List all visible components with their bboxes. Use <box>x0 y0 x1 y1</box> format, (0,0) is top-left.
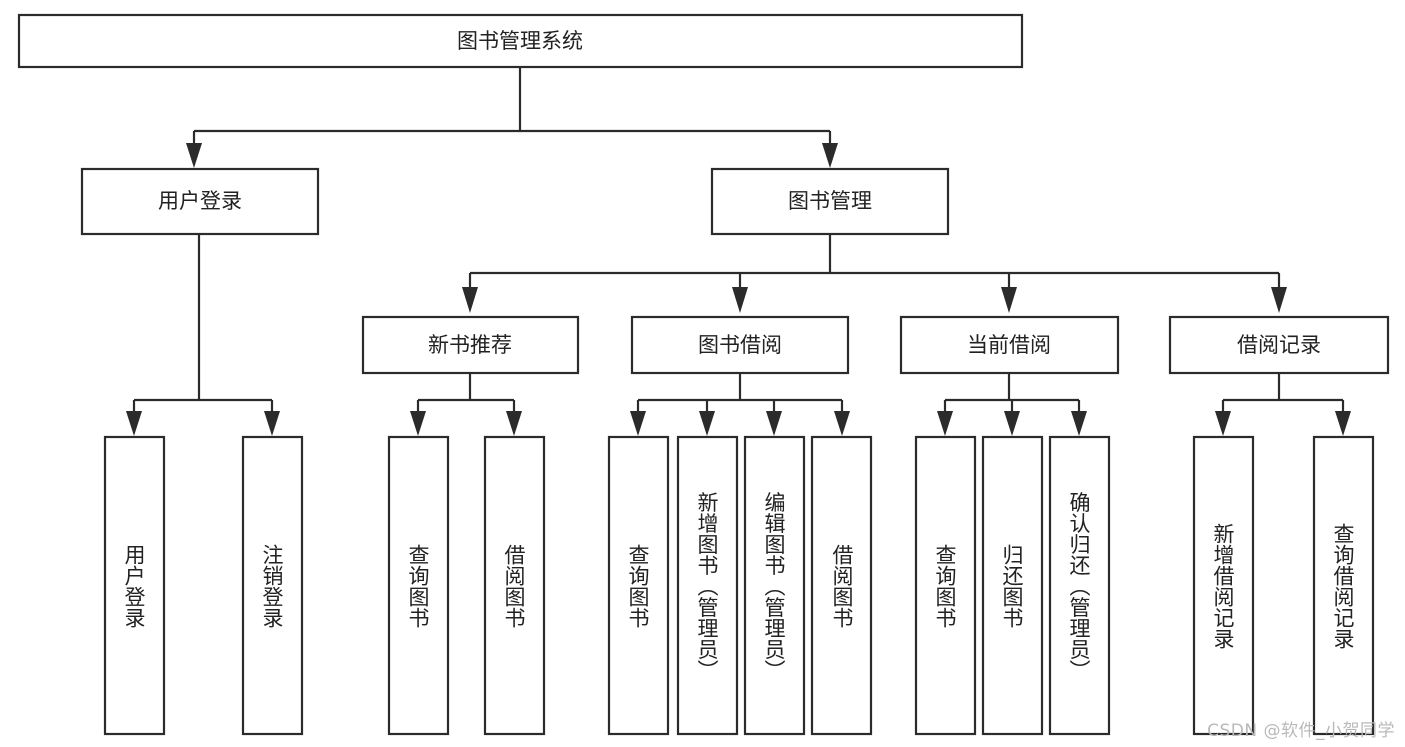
connector-group-book-borrow-leaves <box>630 373 850 436</box>
node-new-book-recommend-label: 新书推荐 <box>428 333 512 357</box>
node-leaf-return-book-label: 归还图书 <box>1000 544 1024 628</box>
connector-group-root-to-level2 <box>186 67 838 168</box>
node-leaf-edit-book[interactable]: 编辑图书（管理员） <box>743 435 806 736</box>
node-leaf-query-book-2[interactable]: 查询图书 <box>607 435 670 736</box>
arrow-head-borrow-record <box>1271 287 1287 313</box>
arrow-head-leaf-edit-book <box>766 411 782 436</box>
arrow-head-leaf-query-record <box>1335 411 1351 436</box>
node-leaf-query-book-1-box <box>387 435 450 736</box>
arrow-head-leaf-borrow-book-2 <box>834 411 850 436</box>
node-leaf-borrow-book-2[interactable]: 借阅图书 <box>810 435 873 736</box>
node-leaf-user-logout-box <box>241 435 304 736</box>
node-leaf-query-book-3-box <box>914 435 977 736</box>
node-borrow-record[interactable]: 借阅记录 <box>1168 315 1390 375</box>
node-book-borrow-box <box>630 315 850 375</box>
arrow-head-leaf-confirm-return <box>1071 411 1087 436</box>
arrow-head-book-borrow <box>732 287 748 313</box>
node-leaf-add-book-box <box>676 435 739 736</box>
node-book-manage-label: 图书管理 <box>788 189 872 213</box>
arrow-head-leaf-return-book <box>1004 411 1020 436</box>
node-leaf-add-record-box <box>1192 435 1255 736</box>
node-root-book-management-system[interactable]: 图书管理系统 <box>17 13 1024 69</box>
node-leaf-user-login-box <box>103 435 166 736</box>
node-leaf-borrow-book-1-label: 借阅图书 <box>502 544 526 628</box>
connector-group-book-manage-to-level3 <box>462 234 1287 313</box>
node-current-borrow-box <box>899 315 1120 375</box>
arrow-head-leaf-user-login <box>126 411 142 436</box>
node-root-label: 图书管理系统 <box>457 29 583 53</box>
node-borrow-record-box <box>1168 315 1390 375</box>
node-leaf-query-book-2-box <box>607 435 670 736</box>
node-leaf-query-book-3-label: 查询图书 <box>933 544 957 628</box>
node-leaf-user-logout-label: 注销登录 <box>260 544 284 628</box>
arrow-head-new-book-recommend <box>462 287 478 313</box>
node-borrow-record-label: 借阅记录 <box>1237 333 1321 357</box>
node-leaf-user-login[interactable]: 用户登录 <box>103 435 166 736</box>
node-leaf-query-book-1[interactable]: 查询图书 <box>387 435 450 736</box>
node-book-manage[interactable]: 图书管理 <box>710 167 950 236</box>
arrow-head-current-borrow <box>1001 287 1017 313</box>
node-user-login-label: 用户登录 <box>158 189 242 213</box>
node-user-login-box <box>80 167 320 236</box>
node-book-borrow[interactable]: 图书借阅 <box>630 315 850 375</box>
node-leaf-query-book-2-label: 查询图书 <box>626 544 650 628</box>
node-leaf-confirm-return[interactable]: 确认归还（管理员） <box>1048 435 1111 736</box>
arrow-head-leaf-add-book <box>699 411 715 436</box>
node-book-manage-box <box>710 167 950 236</box>
node-new-book-recommend-box <box>361 315 580 375</box>
node-leaf-borrow-book-1[interactable]: 借阅图书 <box>483 435 546 736</box>
node-leaf-query-record[interactable]: 查询借阅记录 <box>1312 435 1375 736</box>
node-leaf-borrow-book-2-box <box>810 435 873 736</box>
node-leaf-add-record[interactable]: 新增借阅记录 <box>1192 435 1255 736</box>
node-leaf-return-book[interactable]: 归还图书 <box>981 435 1044 736</box>
node-leaf-borrow-book-1-box <box>483 435 546 736</box>
node-current-borrow[interactable]: 当前借阅 <box>899 315 1120 375</box>
node-leaf-query-record-box <box>1312 435 1375 736</box>
node-leaf-return-book-box <box>981 435 1044 736</box>
csdn-watermark: CSDN @软件_小贺同学 <box>1207 721 1395 741</box>
node-leaf-add-book[interactable]: 新增图书（管理员） <box>676 435 739 736</box>
node-leaf-edit-book-label: 编辑图书（管理员） <box>762 492 786 681</box>
arrow-head-leaf-user-logout <box>264 411 280 436</box>
node-leaf-query-book-3[interactable]: 查询图书 <box>914 435 977 736</box>
node-leaf-confirm-return-box <box>1048 435 1111 736</box>
node-root-box <box>17 13 1024 69</box>
arrow-head-leaf-query-book-1 <box>410 411 426 436</box>
connector-group-borrow-record-leaves <box>1215 373 1351 436</box>
node-leaf-query-record-label: 查询借阅记录 <box>1331 523 1355 649</box>
connector-group-current-borrow-leaves <box>937 373 1087 436</box>
node-leaf-edit-book-box <box>743 435 806 736</box>
arrow-head-user-login <box>186 143 202 168</box>
node-new-book-recommend[interactable]: 新书推荐 <box>361 315 580 375</box>
node-leaf-user-login-label: 用户登录 <box>122 544 146 628</box>
node-leaf-add-book-label: 新增图书（管理员） <box>695 492 719 681</box>
arrow-head-leaf-add-record <box>1215 411 1231 436</box>
node-leaf-confirm-return-label: 确认归还（管理员） <box>1067 492 1091 681</box>
node-book-borrow-label: 图书借阅 <box>698 333 782 357</box>
node-leaf-user-logout[interactable]: 注销登录 <box>241 435 304 736</box>
arrow-head-book-manage <box>822 143 838 168</box>
node-leaf-borrow-book-2-label: 借阅图书 <box>830 544 854 628</box>
node-leaf-add-record-label: 新增借阅记录 <box>1211 523 1235 649</box>
connector-group-new-book-recommend-leaves <box>410 373 522 436</box>
arrow-head-leaf-borrow-book-1 <box>506 411 522 436</box>
arrow-head-leaf-query-book-3 <box>937 411 953 436</box>
node-leaf-query-book-1-label: 查询图书 <box>406 544 430 628</box>
node-user-login[interactable]: 用户登录 <box>80 167 320 236</box>
arrow-head-leaf-query-book-2 <box>630 411 646 436</box>
node-current-borrow-label: 当前借阅 <box>967 333 1051 357</box>
connector-group-user-login-leaves <box>126 234 280 436</box>
